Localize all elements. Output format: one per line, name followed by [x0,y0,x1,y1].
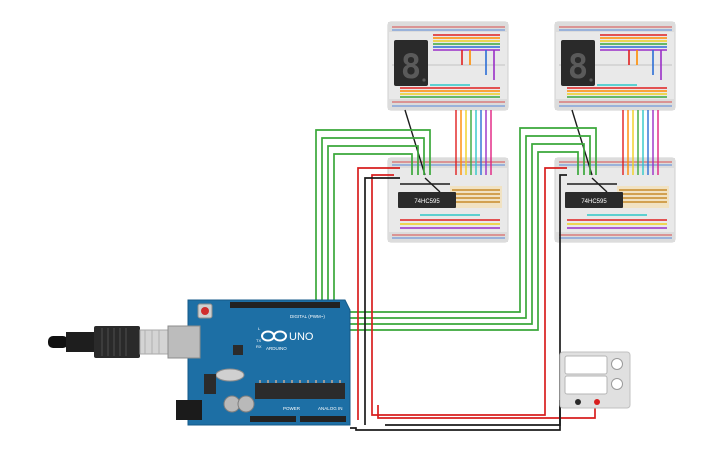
arduino-uno-board[interactable]: UNO ARDUINO DIGITAL (PWM~) POWER ANALOG … [167,299,351,426]
power-jack [176,400,202,420]
analog-header[interactable] [300,416,346,422]
power-pins-label: POWER [283,406,301,411]
green-signal-wires [315,127,597,331]
seven-segment-display-1[interactable]: 8 [394,40,428,87]
chip-label-2: 74HC595 [581,199,607,205]
resistor-array-2 [617,186,669,208]
l-led-label: L [258,326,261,331]
seven-segment-digit-1: 8 [401,47,421,87]
usb-port [167,325,201,359]
shift-register-chip-1[interactable]: 74HC595 [398,192,456,208]
power-supply-module[interactable] [559,351,631,409]
analog-pins-label: ANALOG IN [318,406,343,411]
digital-header[interactable] [230,302,340,308]
arduino-logo: UNO ARDUINO [261,330,314,351]
chip-1-wires [400,109,500,229]
crystal-oscillator [215,368,245,382]
usb-cable [48,326,171,358]
display-2-jumper-wires [567,34,667,98]
display-1-jumper-wires [400,34,500,98]
power-wires [350,167,596,431]
digital-pins-label: DIGITAL (PWM~) [290,314,325,319]
resistor-array-1 [450,186,502,208]
chip-label-1: 74HC595 [414,199,440,205]
seven-segment-digit-2: 8 [568,47,588,87]
microcontroller-chip [255,383,345,399]
seven-segment-display-2[interactable]: 8 [561,40,595,87]
knob-icon[interactable] [611,378,623,390]
board-model-label: UNO [289,331,314,343]
rx-led-label: RX [256,344,262,349]
power-header[interactable] [250,416,296,422]
knob-icon[interactable] [611,358,623,370]
board-brand-label: ARDUINO [266,346,287,351]
shift-register-chip-2[interactable]: 74HC595 [565,192,623,208]
tx-led-label: TX [256,338,261,343]
chip-2-wires [567,109,667,229]
